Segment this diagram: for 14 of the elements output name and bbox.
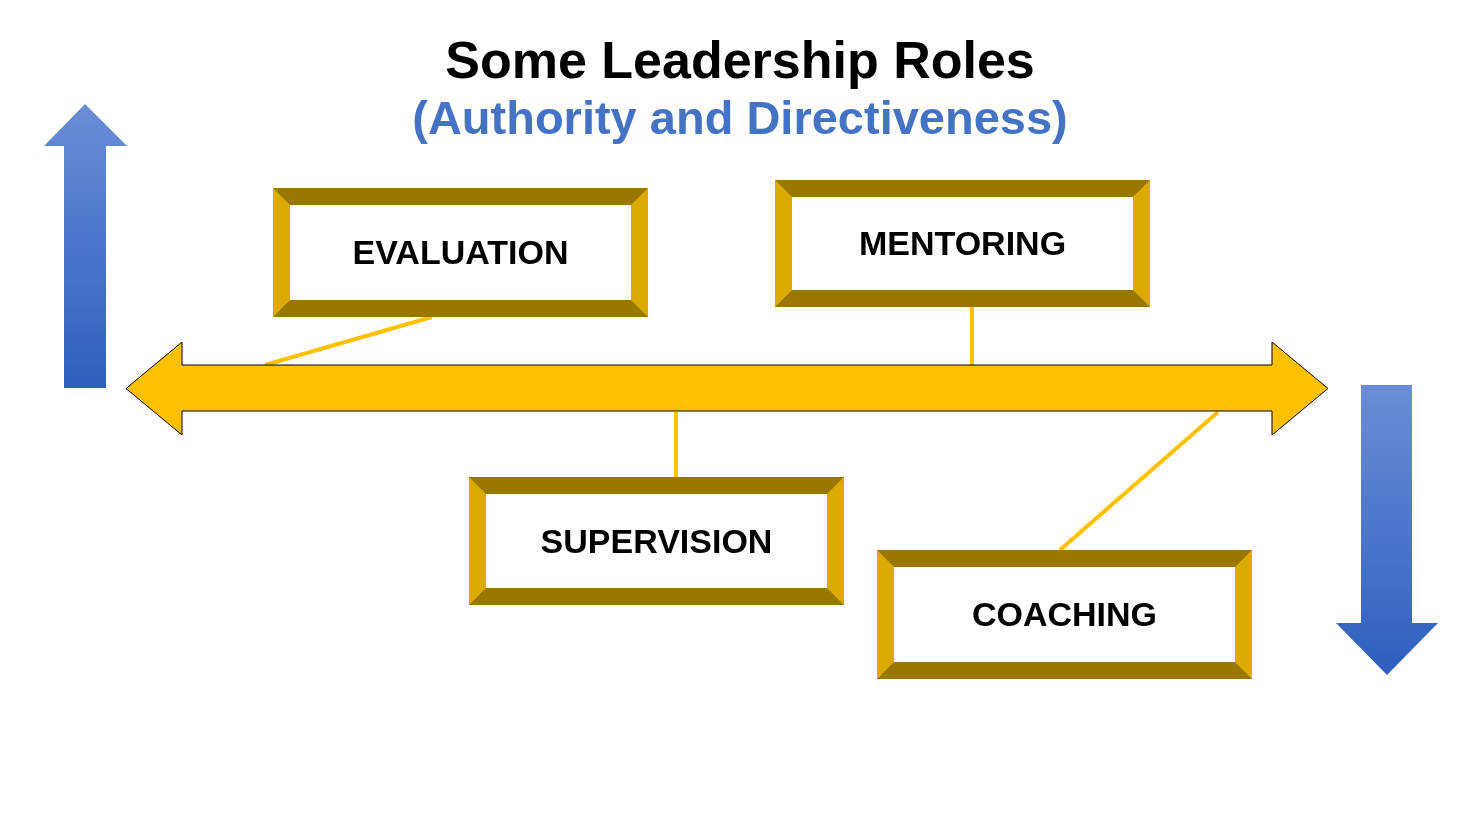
leader-line bbox=[1058, 410, 1220, 552]
role-box bbox=[469, 477, 844, 605]
role-box bbox=[273, 188, 648, 317]
role-box bbox=[877, 550, 1252, 679]
title: Some Leadership Roles bbox=[444, 30, 1036, 90]
leader-line bbox=[970, 307, 974, 365]
leader-line bbox=[674, 412, 678, 477]
role-label: SUPERVISION bbox=[540, 521, 773, 561]
role-label: COACHING bbox=[971, 595, 1158, 634]
role-box bbox=[775, 180, 1150, 307]
role-label: EVALUATION bbox=[352, 233, 569, 272]
role-label: MENTORING bbox=[858, 224, 1067, 263]
subtitle: (Authority and Directiveness) bbox=[411, 90, 1069, 145]
leader-line bbox=[264, 315, 433, 367]
